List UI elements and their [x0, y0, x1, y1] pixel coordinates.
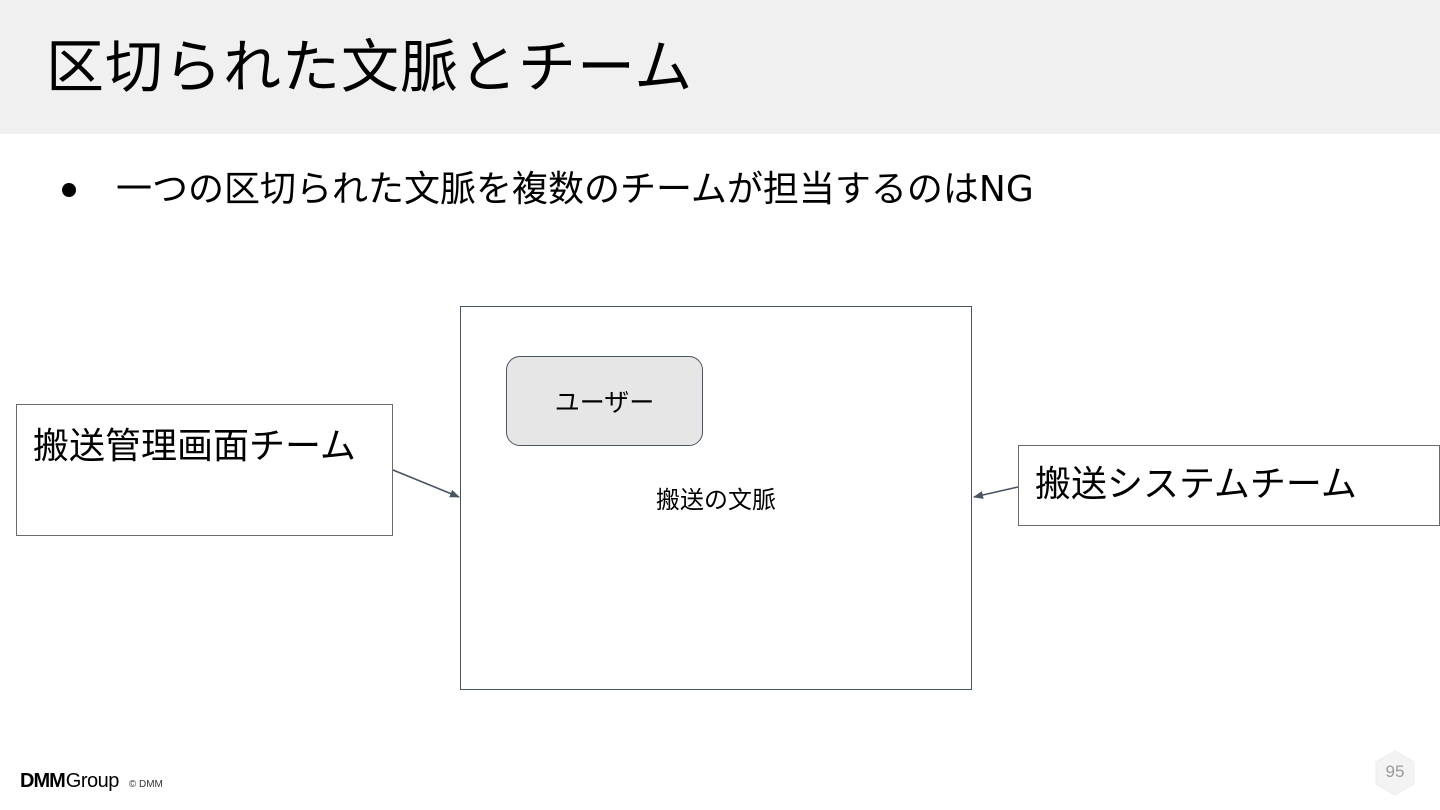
slide-header: 区切られた文脈とチーム — [0, 0, 1440, 134]
page-badge-hexagon-icon — [1375, 750, 1415, 796]
entity-user: ユーザー — [506, 356, 703, 446]
bullet-text: 一つの区切られた文脈を複数のチームが担当するのはNG — [116, 169, 1034, 210]
bullet-item: 一つの区切られた文脈を複数のチームが担当するのはNG — [62, 164, 1034, 216]
arrow-left-team-to-context — [392, 469, 460, 498]
team-box-system: 搬送システムチーム — [1018, 445, 1440, 526]
dmm-group-logo: DMM Group © DMM — [20, 770, 163, 793]
logo-dmm-text: DMM — [20, 770, 66, 792]
logo-group-text: Group — [65, 770, 120, 792]
team-label-admin-ui: 搬送管理画面チーム — [33, 426, 356, 467]
bounded-context-label: 搬送の文脈 — [656, 486, 776, 514]
page-number: 95 — [1385, 762, 1405, 781]
arrow-right-team-to-context — [973, 486, 1019, 499]
slide-title: 区切られた文脈とチーム — [46, 33, 694, 101]
team-label-system: 搬送システムチーム — [1035, 464, 1357, 505]
team-box-admin-ui: 搬送管理画面チーム — [16, 404, 393, 536]
copyright-text: © DMM — [128, 779, 163, 790]
bullet-dot-icon — [62, 183, 76, 197]
